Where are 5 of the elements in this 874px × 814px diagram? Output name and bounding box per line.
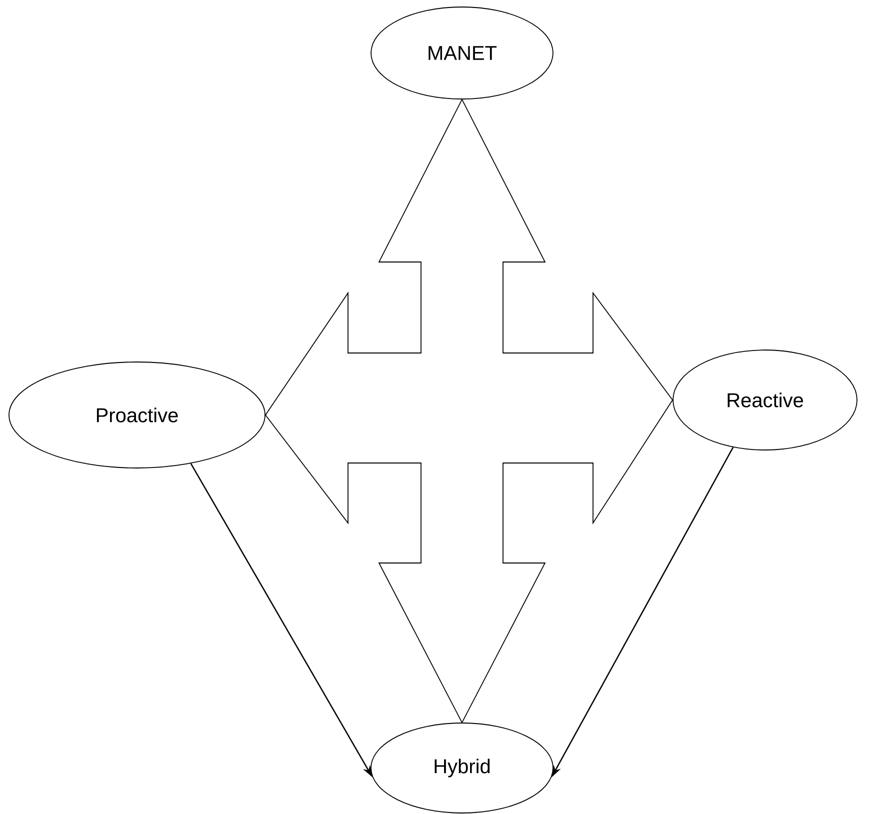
four-way-block-arrow: [264, 98, 674, 724]
ellipse-node: Hybrid: [370, 722, 554, 814]
ellipse-node: Reactive: [672, 350, 858, 450]
ellipse-node: Proactive: [8, 362, 266, 468]
ellipse-node: MANET: [370, 6, 554, 100]
